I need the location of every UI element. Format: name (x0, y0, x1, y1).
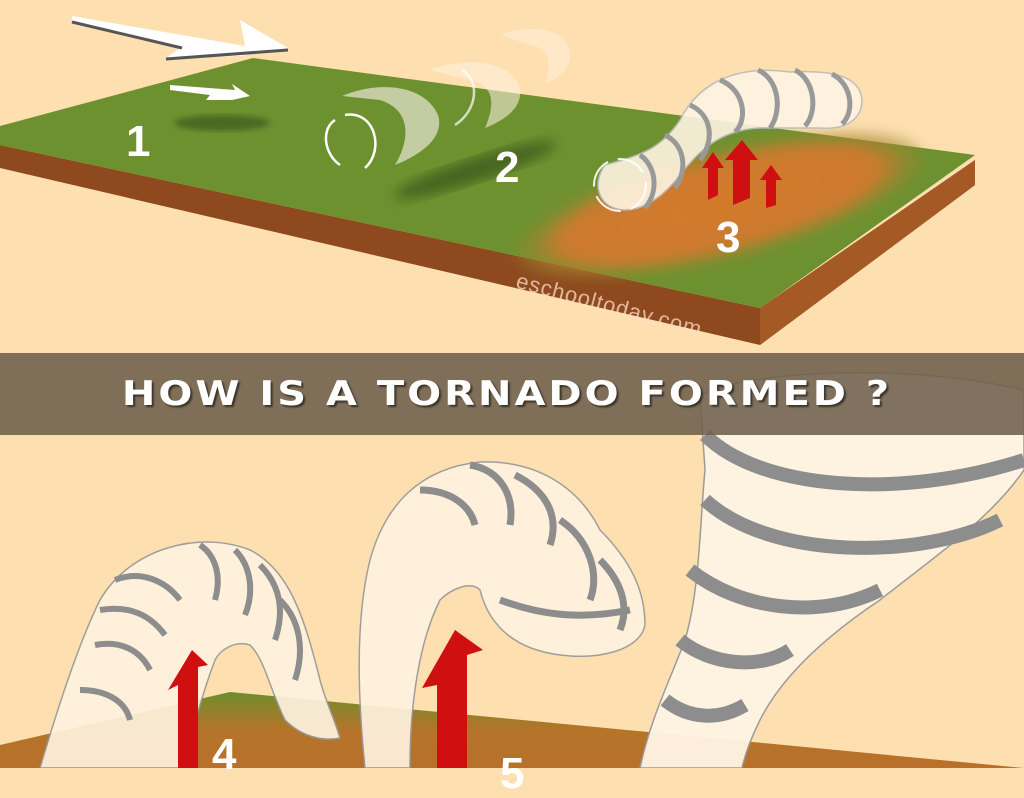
vortex-tube-icon (593, 67, 863, 212)
slide-title: HOW IS A TORNADO FORMED ? (121, 374, 893, 414)
step-label-4: 4 (212, 730, 237, 779)
rolling-air-icon (342, 28, 570, 165)
step-label-5: 5 (500, 749, 525, 798)
tall-vortex-5-icon (358, 461, 646, 768)
rotation-arrows-icon (324, 68, 476, 169)
updraft-arrow-5-icon (422, 630, 483, 768)
step-label-1: 1 (126, 117, 151, 166)
bottom-ground (0, 692, 1024, 768)
step-label-3: 3 (716, 213, 741, 262)
wind-arrow-icon (71, 16, 289, 61)
tornado-formation-top-diagram (0, 16, 1024, 768)
title-banner: HOW IS A TORNADO FORMED ? (0, 353, 1024, 435)
warm-ground-area (515, 131, 925, 279)
small-wind-arrow-icon (170, 84, 250, 100)
step-label-2: 2 (495, 143, 520, 192)
updraft-arrow-4-icon (168, 650, 208, 768)
updraft-arrows-icon (702, 140, 782, 208)
